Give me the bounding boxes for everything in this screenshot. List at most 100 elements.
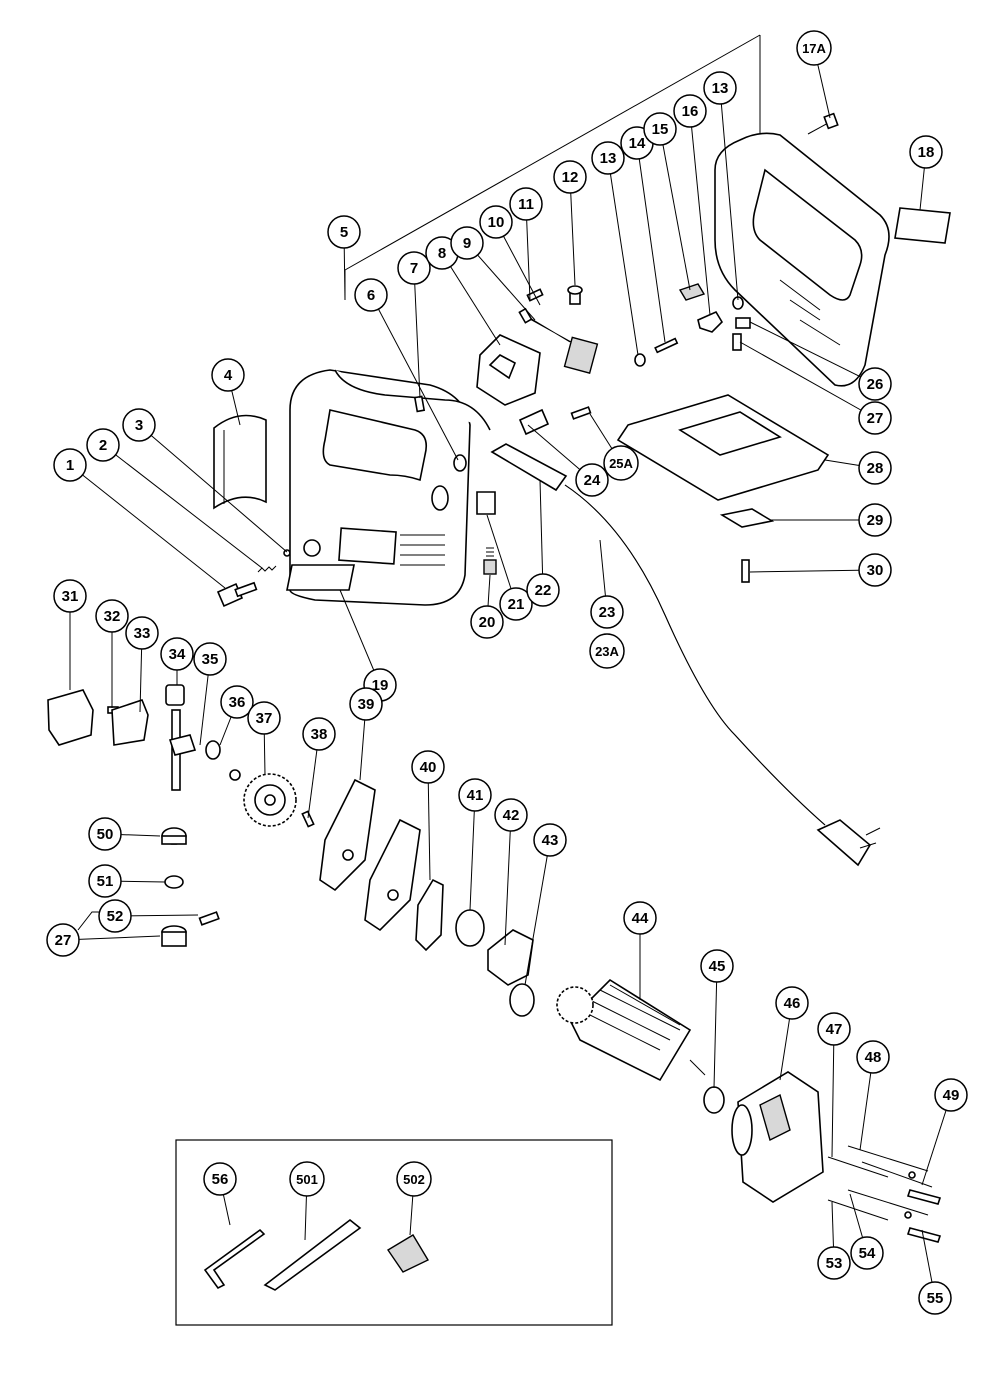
callout-25a: 25A [603,445,639,481]
holder-plate-part [111,699,149,746]
callout-55: 55 [918,1281,952,1315]
roller-part [205,740,221,760]
callout-circle [509,187,543,221]
callout-label: 12 [562,169,579,186]
callout-circle [98,899,132,933]
callout-circle [858,553,892,587]
callout-circle [53,448,87,482]
callout-38: 38 [302,717,336,751]
ball-part [283,549,291,557]
leader-line [689,110,711,316]
callout-label: 5 [340,224,348,241]
cap-part [567,285,583,305]
washer-part-3 [164,875,184,889]
callout-label: 32 [104,608,121,625]
callout-label: 26 [867,376,884,393]
callout-circle [553,160,587,194]
leader-line [749,321,876,385]
bolt-part [732,333,742,351]
callout-circle [858,451,892,485]
washer-part-2 [229,769,241,781]
callout-label: 14 [629,135,646,152]
callout-32: 32 [95,599,129,633]
callout-circle [46,923,80,957]
callout-49: 49 [934,1078,968,1112]
callout-21: 21 [499,587,533,621]
saw-blade-part [263,1218,362,1291]
callout-circle [397,251,431,285]
callout-13: 13 [703,71,737,105]
callout-label: 16 [682,103,699,120]
callout-label: 13 [600,150,617,167]
callout-circle [673,94,707,128]
gear-part [243,773,297,827]
lead-wires-top-part [827,1145,942,1205]
callout-circle [53,579,87,613]
gear-pin-part [301,810,315,828]
part-shapes [47,112,951,1291]
leader-line [413,267,421,399]
callout-label: 23A [595,644,619,659]
callout-circle [302,717,336,751]
callout-44: 44 [623,901,657,935]
callout-43: 43 [533,823,567,857]
callout-circle [850,1236,884,1270]
callout-20: 20 [470,605,504,639]
callout-circle [122,408,156,442]
callout-51: 51 [88,864,122,898]
callout-35: 35 [193,642,227,676]
callout-33: 33 [125,616,159,650]
callout-label: 11 [518,196,534,213]
callout-45: 45 [700,949,734,983]
callout-label: 22 [535,582,552,599]
callout-circle [858,401,892,435]
callout-circle [203,1162,237,1196]
right-housing-part [714,132,890,387]
callout-label: 27 [55,932,72,949]
switch-part [476,334,541,406]
callout-label: 35 [202,651,219,668]
callout-circle [858,367,892,401]
blade-cover-part [387,1234,429,1273]
screw-part-17a [807,112,839,135]
callout-54: 54 [850,1236,884,1270]
callout-circle [603,445,639,481]
cord-part [490,443,881,867]
callout-label: 39 [358,696,375,713]
callout-label: 23 [599,604,616,621]
callout-circle [590,595,624,629]
callout-48: 48 [856,1040,890,1074]
brush-leads-part [518,288,599,374]
callout-label: 3 [135,417,143,434]
armature-part [556,978,706,1082]
callout-circle [354,278,388,312]
callout-18: 18 [909,135,943,169]
callout-label: 10 [488,214,505,231]
callout-circle [160,637,194,671]
leader-line [138,424,288,553]
callout-circle [450,226,484,260]
callout-46: 46 [775,986,809,1020]
callout-label: 25A [609,456,633,471]
callout-label: 31 [62,588,79,605]
callout-label: 43 [542,832,559,849]
callout-circle [934,1078,968,1112]
callout-circle [623,901,657,935]
callout-label: 13 [712,80,729,97]
callout-17a: 17A [796,30,832,66]
leader-line [69,464,226,589]
callout-34: 34 [160,637,194,671]
callout-label: 17A [802,41,826,56]
callout-12: 12 [553,160,587,194]
callout-circle [909,135,943,169]
leader-line [469,794,476,911]
callout-13: 13 [591,141,625,175]
lead-wires-bottom-part [827,1189,942,1243]
callout-52: 52 [98,899,132,933]
callout-label: 41 [467,787,484,804]
callout-label: 1 [66,457,74,474]
callout-label: 2 [99,437,107,454]
brush-part [483,547,497,575]
callout-circle [796,30,832,66]
pad-part [678,283,706,301]
